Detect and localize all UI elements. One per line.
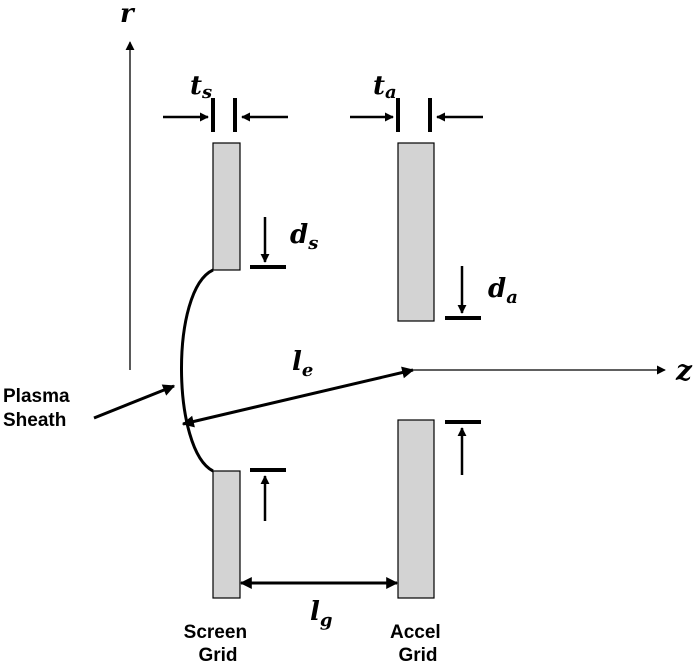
ta-label-base: t xyxy=(373,71,385,101)
le-label-base: l xyxy=(292,347,302,377)
da-label-sub: a xyxy=(506,287,518,308)
accel-grid-upper-plate xyxy=(397,142,435,322)
le-arrow xyxy=(181,366,415,428)
ts-label: ts xyxy=(190,71,212,103)
da-label: da xyxy=(488,274,518,308)
plasma-sheath-label-line1: Plasma xyxy=(3,386,70,407)
le-label-sub: e xyxy=(302,360,313,381)
ts-label-base: t xyxy=(190,71,202,101)
accel-grid-label: Accel Grid xyxy=(390,622,446,665)
plasma-sheath-pointer-arrow xyxy=(93,384,176,420)
screen-grid-upper-plate xyxy=(212,142,241,271)
plasma-sheath-label-line2: Sheath xyxy=(3,410,66,431)
screen-grid-label: Screen Grid xyxy=(184,622,253,665)
accel-grid-label-line1: Accel xyxy=(390,622,441,643)
screen-grid-label-line2: Grid xyxy=(198,645,237,665)
lg-label-base: l xyxy=(310,597,320,627)
le-label: le xyxy=(292,347,313,381)
screen-grid-lower-plate xyxy=(212,470,241,599)
ds-label-base: d xyxy=(290,220,308,250)
ds-label: ds xyxy=(290,220,318,254)
plasma-sheath-label: Plasma Sheath xyxy=(3,386,75,431)
ds-label-sub: s xyxy=(307,233,318,254)
lg-label: lg xyxy=(310,597,332,631)
ts-label-sub: s xyxy=(201,82,212,103)
ta-label: ta xyxy=(373,71,397,103)
da-label-base: d xyxy=(488,274,506,304)
accel-grid-lower-plate xyxy=(397,419,435,599)
ta-label-sub: a xyxy=(385,82,397,103)
lg-label-sub: g xyxy=(320,610,333,631)
plasma-sheath-curve xyxy=(180,268,214,473)
screen-grid-label-line1: Screen xyxy=(184,622,247,643)
z-axis-label: z xyxy=(675,354,693,387)
accel-grid-label-line2: Grid xyxy=(398,645,437,665)
r-axis-label: r xyxy=(120,0,136,29)
